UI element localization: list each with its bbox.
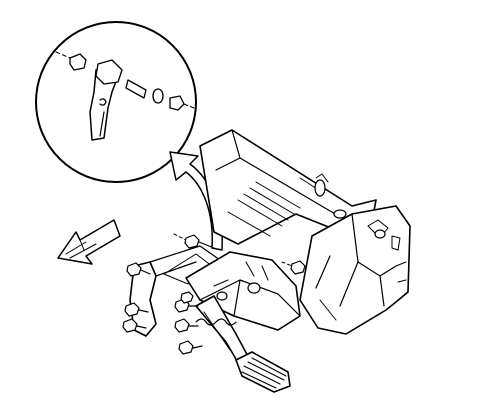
detail-bushing: [95, 59, 123, 85]
bolt-icon: [173, 233, 215, 249]
pedal-bracket-assembly: [129, 129, 411, 393]
bolt-icon: [281, 260, 306, 275]
bolt-icon: [180, 291, 194, 304]
detail-nut-right: [169, 95, 185, 111]
fasteners: [122, 233, 306, 355]
pedal-support: [185, 251, 301, 331]
detail-washer: [152, 88, 164, 104]
detail-stud-assembly: [55, 51, 195, 111]
detail-spacer: [125, 79, 147, 99]
detail-nut-left: [69, 53, 87, 71]
bolt-icon: [122, 318, 147, 333]
bolt-icon: [124, 302, 149, 317]
return-spring: [195, 318, 237, 326]
detail-view: [35, 21, 197, 183]
detail-bracket-edge: [99, 111, 105, 137]
pedal-pad: [235, 351, 291, 393]
vehicle-forward-arrow: [57, 219, 121, 265]
bolt-icon: [178, 340, 203, 355]
bolt-icon: [174, 318, 199, 333]
detail-circle: [35, 21, 197, 183]
detail-bracket-hole: [99, 98, 107, 106]
bolt-icon: [126, 262, 151, 277]
